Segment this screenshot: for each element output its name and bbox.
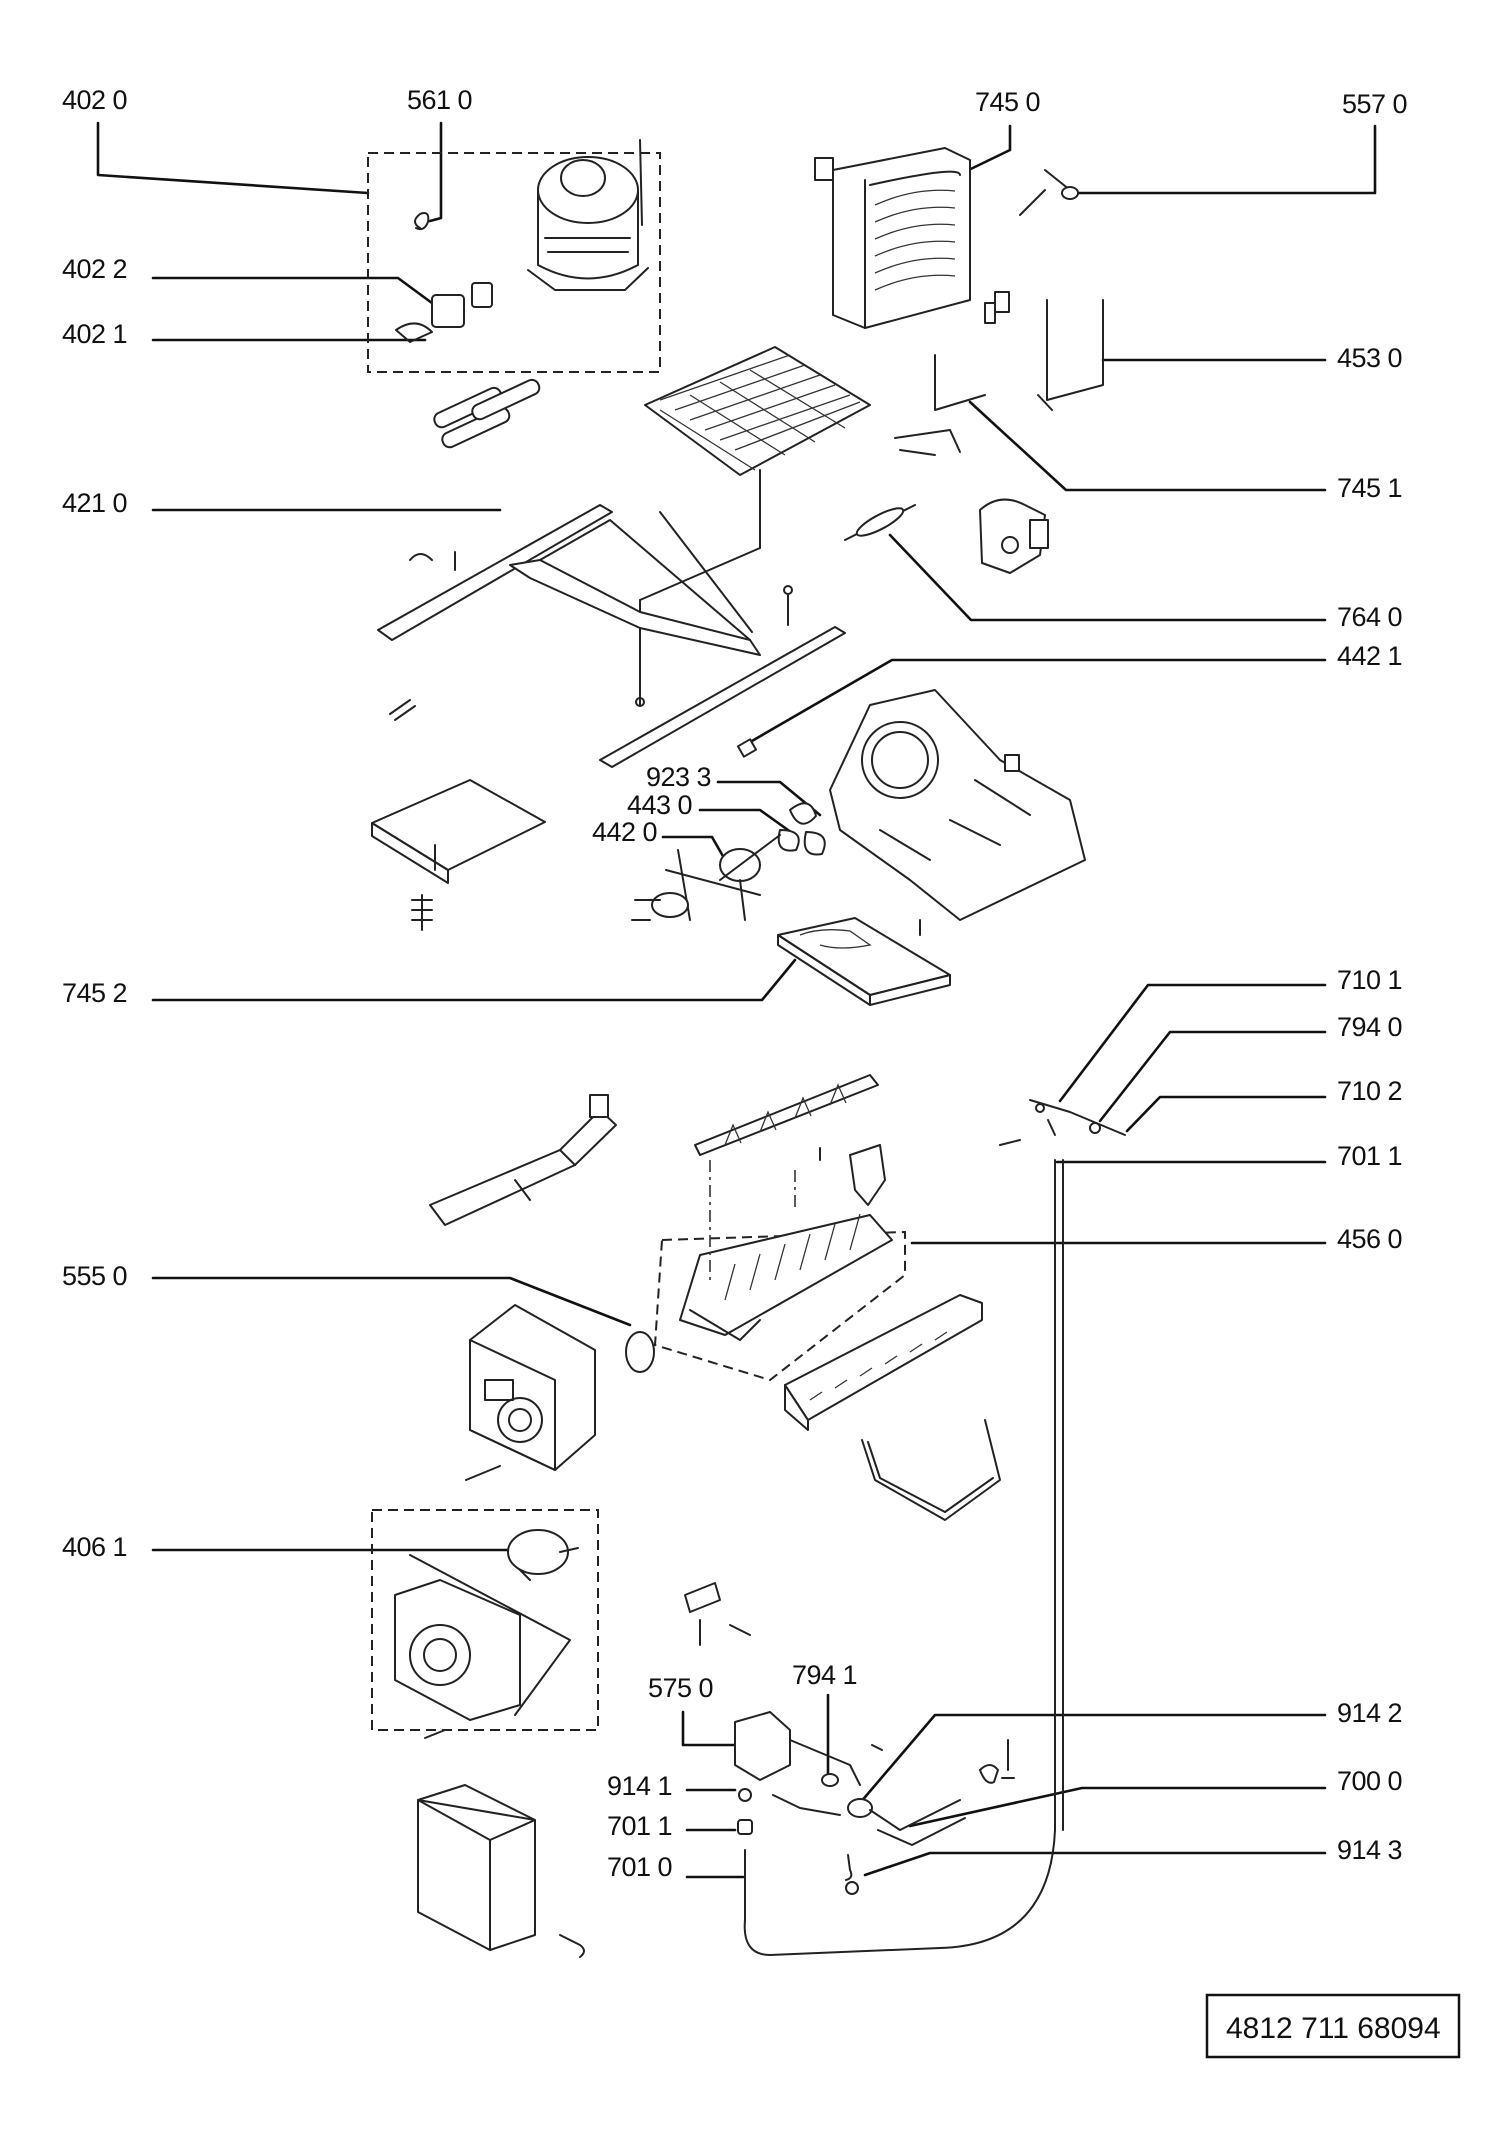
leader-710-1 bbox=[1058, 983, 1327, 1103]
leader-443-0 bbox=[698, 808, 797, 837]
leader-914-3 bbox=[863, 1851, 1327, 1877]
part-labels: 402 0 561 0 745 0 557 0 402 2 402 1 453 … bbox=[62, 85, 1408, 1882]
label-442-0: 442 0 bbox=[592, 817, 657, 847]
leader-555-0 bbox=[151, 1276, 632, 1327]
label-442-1: 442 1 bbox=[1337, 641, 1402, 671]
label-701-0: 701 0 bbox=[607, 1852, 672, 1882]
bail-arm bbox=[861, 1419, 1001, 1521]
label-914-3: 914 3 bbox=[1337, 1835, 1402, 1865]
water-valve bbox=[734, 1711, 1015, 1895]
fan-bracket bbox=[829, 689, 1086, 936]
parts bbox=[367, 139, 1126, 1958]
valve-bracket bbox=[894, 429, 1049, 574]
label-700-0: 700 0 bbox=[1337, 1766, 1402, 1796]
fan-motor bbox=[631, 802, 826, 921]
document-number: 4812 711 68094 bbox=[1226, 2012, 1441, 2045]
condenser-coil bbox=[639, 346, 871, 706]
leader-914-2 bbox=[858, 1713, 1327, 1805]
label-421-0: 421 0 bbox=[62, 488, 127, 518]
label-923-3: 923 3 bbox=[646, 762, 711, 792]
motor-module bbox=[371, 1509, 599, 1739]
label-555-0: 555 0 bbox=[62, 1261, 127, 1291]
leader-402-2 bbox=[151, 276, 438, 308]
base-frame bbox=[377, 504, 846, 768]
label-745-2: 745 2 bbox=[62, 978, 127, 1008]
label-710-2: 710 2 bbox=[1337, 1076, 1402, 1106]
label-453-0: 453 0 bbox=[1337, 343, 1402, 373]
label-914-2: 914 2 bbox=[1337, 1698, 1402, 1728]
label-402-2: 402 2 bbox=[62, 254, 127, 284]
leader-402-0 bbox=[96, 121, 370, 195]
cover-box bbox=[417, 1784, 585, 1958]
leader-794-0 bbox=[1098, 1030, 1327, 1123]
label-794-0: 794 0 bbox=[1337, 1012, 1402, 1042]
small-bracket bbox=[684, 1582, 751, 1646]
label-456-0: 456 0 bbox=[1337, 1224, 1402, 1254]
label-402-1: 402 1 bbox=[62, 319, 127, 349]
cover-plate bbox=[371, 779, 546, 931]
label-561-0: 561 0 bbox=[407, 85, 472, 115]
fill-tube bbox=[429, 1094, 617, 1226]
leader-lines bbox=[96, 121, 1377, 1879]
leader-745-2 bbox=[151, 958, 797, 1002]
leader-764-0 bbox=[888, 533, 1327, 622]
label-745-1: 745 1 bbox=[1337, 473, 1402, 503]
drip-tray bbox=[777, 917, 951, 1006]
compressor-group bbox=[367, 139, 661, 373]
leader-710-2 bbox=[1125, 1095, 1327, 1133]
leader-575-0 bbox=[681, 1710, 746, 1747]
label-575-0: 575 0 bbox=[648, 1673, 713, 1703]
label-745-0: 745 0 bbox=[975, 87, 1040, 117]
evaporator-coil bbox=[814, 147, 1010, 329]
label-710-1: 710 1 bbox=[1337, 965, 1402, 995]
label-764-0: 764 0 bbox=[1337, 602, 1402, 632]
ice-mold bbox=[784, 1294, 983, 1431]
label-406-1: 406 1 bbox=[62, 1532, 127, 1562]
document-number-box: 4812 711 68094 bbox=[1205, 1993, 1461, 2059]
leader-700-0 bbox=[908, 1786, 1327, 1828]
leader-561-0 bbox=[428, 121, 443, 223]
leader-442-1 bbox=[743, 658, 1327, 747]
water-line bbox=[743, 1099, 1126, 1956]
leader-745-1 bbox=[968, 400, 1327, 492]
label-794-1: 794 1 bbox=[792, 1660, 857, 1690]
label-701-1-bottom: 701 1 bbox=[607, 1811, 672, 1841]
control-housing bbox=[465, 1304, 655, 1481]
label-701-1-top: 701 1 bbox=[1337, 1141, 1402, 1171]
ice-maker bbox=[653, 1074, 906, 1382]
leader-557-0 bbox=[1071, 124, 1377, 195]
label-443-0: 443 0 bbox=[627, 790, 692, 820]
leader-442-0 bbox=[661, 835, 730, 867]
label-402-0: 402 0 bbox=[62, 85, 127, 115]
label-914-1: 914 1 bbox=[607, 1771, 672, 1801]
tubing-parts bbox=[433, 169, 1104, 541]
label-557-0: 557 0 bbox=[1342, 89, 1407, 119]
